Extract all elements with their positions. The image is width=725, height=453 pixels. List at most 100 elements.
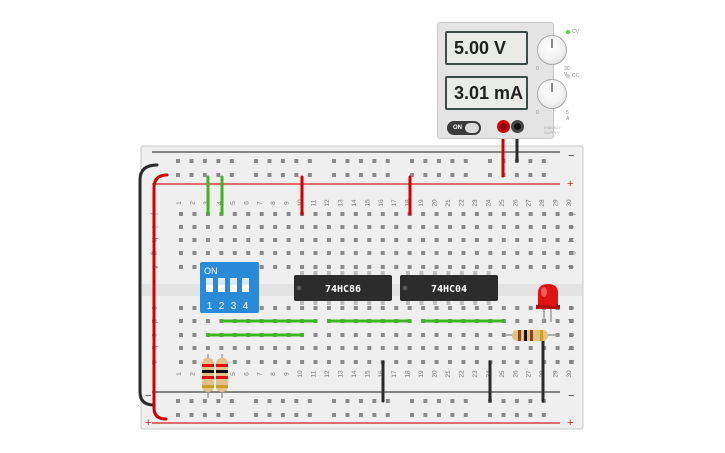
- rail-hole[interactable]: [280, 413, 285, 417]
- hole-g20[interactable]: [434, 251, 439, 255]
- hole-e18[interactable]: [407, 306, 412, 310]
- chip-74hc86[interactable]: 74HC86: [294, 275, 392, 301]
- rail-hole[interactable]: [436, 399, 441, 403]
- hole-c23[interactable]: [474, 333, 479, 337]
- rail-hole[interactable]: [202, 173, 207, 177]
- hole-i19[interactable]: [421, 225, 426, 229]
- hole-i2[interactable]: [192, 225, 197, 229]
- hole-j1[interactable]: [179, 212, 183, 216]
- hole-h9[interactable]: [286, 238, 291, 242]
- rail-hole[interactable]: [267, 173, 272, 177]
- hole-i10[interactable]: [300, 225, 305, 229]
- hole-b24[interactable]: [488, 346, 493, 350]
- rail-hole[interactable]: [423, 159, 428, 163]
- hole-a25[interactable]: [501, 360, 506, 364]
- hole-h21[interactable]: [448, 238, 452, 242]
- hole-g15[interactable]: [367, 251, 372, 255]
- hole-e26[interactable]: [515, 306, 520, 310]
- hole-d30[interactable]: [569, 319, 574, 323]
- hole-g23[interactable]: [474, 251, 479, 255]
- hole-c2[interactable]: [192, 333, 197, 337]
- hole-f24[interactable]: [488, 265, 493, 269]
- hole-f16[interactable]: [380, 265, 385, 269]
- hole-i21[interactable]: [448, 225, 452, 229]
- hole-i13[interactable]: [340, 225, 345, 229]
- hole-g29[interactable]: [555, 251, 560, 255]
- hole-i1[interactable]: [179, 225, 183, 229]
- rail-hole[interactable]: [189, 399, 194, 403]
- rail-hole[interactable]: [450, 413, 455, 417]
- hole-j14[interactable]: [353, 212, 358, 216]
- rail-hole[interactable]: [229, 173, 234, 177]
- rail-hole[interactable]: [541, 173, 546, 177]
- hole-a13[interactable]: [340, 360, 345, 364]
- hole-i23[interactable]: [474, 225, 479, 229]
- hole-a11[interactable]: [313, 360, 318, 364]
- hole-j21[interactable]: [448, 212, 452, 216]
- hole-i4[interactable]: [219, 225, 224, 229]
- hole-b18[interactable]: [407, 346, 412, 350]
- power-supply[interactable]: 5.00 V 3.01 mA 0 30 V 0 5 A CV CC ON ENE…: [437, 22, 579, 139]
- hole-b25[interactable]: [501, 346, 506, 350]
- hole-j15[interactable]: [367, 212, 372, 216]
- rail-hole[interactable]: [229, 399, 234, 403]
- rail-hole[interactable]: [528, 159, 533, 163]
- rail-hole[interactable]: [410, 399, 414, 403]
- hole-j27[interactable]: [528, 212, 533, 216]
- rail-hole[interactable]: [385, 173, 390, 177]
- rail-hole[interactable]: [488, 159, 492, 163]
- hole-f9[interactable]: [286, 265, 291, 269]
- rail-hole[interactable]: [216, 399, 221, 403]
- hole-h29[interactable]: [555, 238, 560, 242]
- hole-i20[interactable]: [434, 225, 439, 229]
- hole-j5[interactable]: [232, 212, 237, 216]
- hole-j7[interactable]: [259, 212, 264, 216]
- hole-e27[interactable]: [528, 306, 533, 310]
- hole-f27[interactable]: [528, 265, 533, 269]
- hole-b21[interactable]: [448, 346, 452, 350]
- hole-h23[interactable]: [474, 238, 479, 242]
- wires[interactable]: [138, 128, 545, 421]
- hole-f14[interactable]: [353, 265, 358, 269]
- hole-f15[interactable]: [367, 265, 372, 269]
- rail-hole[interactable]: [307, 399, 312, 403]
- rail-hole[interactable]: [332, 399, 336, 403]
- rail-hole[interactable]: [280, 159, 285, 163]
- rail-hole[interactable]: [436, 159, 441, 163]
- hole-d29[interactable]: [555, 319, 560, 323]
- hole-e17[interactable]: [394, 306, 399, 310]
- hole-i17[interactable]: [394, 225, 399, 229]
- hole-g5[interactable]: [232, 251, 237, 255]
- rail-hole[interactable]: [423, 399, 428, 403]
- hole-b30[interactable]: [569, 346, 574, 350]
- hole-h7[interactable]: [259, 238, 264, 242]
- hole-h30[interactable]: [569, 238, 574, 242]
- left-black-rail-wire[interactable]: [138, 163, 159, 407]
- rail-hole[interactable]: [254, 173, 258, 177]
- hole-f20[interactable]: [434, 265, 439, 269]
- hole-b7[interactable]: [259, 346, 264, 350]
- hole-h15[interactable]: [367, 238, 372, 242]
- hole-h3[interactable]: [205, 238, 210, 242]
- rail-hole[interactable]: [358, 173, 363, 177]
- resistor-led[interactable]: [505, 330, 558, 341]
- rail-hole[interactable]: [307, 173, 312, 177]
- rail-hole[interactable]: [501, 413, 506, 417]
- dip-toggle-3[interactable]: [230, 285, 237, 292]
- rail-hole[interactable]: [488, 413, 492, 417]
- hole-j26[interactable]: [515, 212, 520, 216]
- hole-f19[interactable]: [421, 265, 426, 269]
- hole-c24[interactable]: [488, 333, 493, 337]
- rail-hole[interactable]: [294, 413, 299, 417]
- hole-e23[interactable]: [474, 306, 479, 310]
- rail-hole[interactable]: [423, 173, 428, 177]
- hole-i25[interactable]: [501, 225, 506, 229]
- rail-hole[interactable]: [372, 399, 377, 403]
- hole-b4[interactable]: [219, 346, 224, 350]
- rail-hole[interactable]: [436, 173, 441, 177]
- hole-g30[interactable]: [569, 251, 574, 255]
- rail-hole[interactable]: [294, 159, 299, 163]
- hole-j6[interactable]: [246, 212, 251, 216]
- hole-f26[interactable]: [515, 265, 520, 269]
